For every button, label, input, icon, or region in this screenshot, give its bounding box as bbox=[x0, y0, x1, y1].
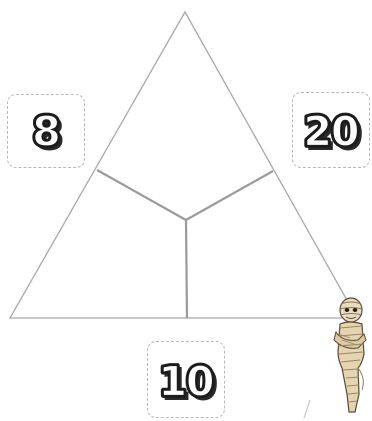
divider-left bbox=[97, 170, 186, 220]
number-right-inner: 20 bbox=[304, 108, 359, 156]
pencil-stroke-mark bbox=[302, 398, 314, 420]
number-bottom-inner: 10 bbox=[159, 358, 214, 406]
number-card-left: 8 8 8 bbox=[7, 94, 85, 168]
divider-bottom bbox=[186, 220, 187, 318]
number-card-bottom: 10 10 10 bbox=[147, 341, 225, 418]
number-left-inner: 8 bbox=[32, 108, 59, 156]
number-card-right: 20 20 20 bbox=[292, 92, 370, 168]
mummy-figure-icon bbox=[328, 294, 372, 416]
divider-right bbox=[186, 171, 273, 220]
